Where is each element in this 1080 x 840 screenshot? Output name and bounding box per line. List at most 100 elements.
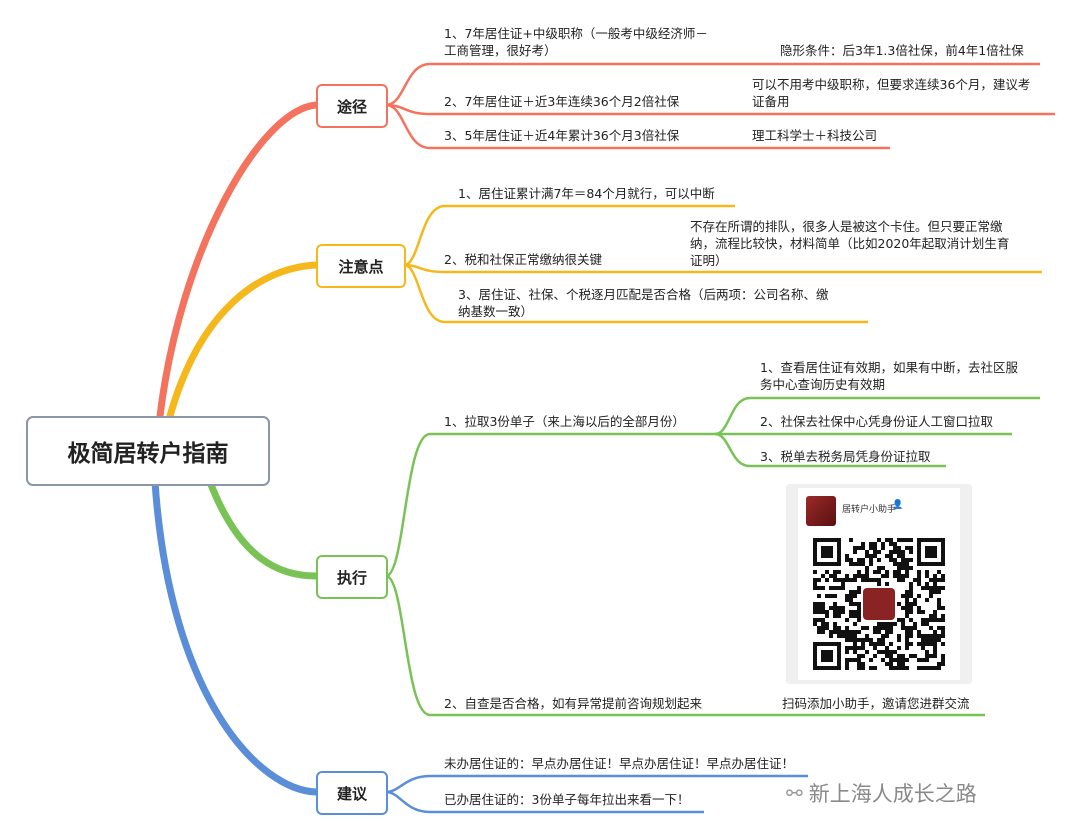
qr-module (849, 614, 853, 618)
qr-module (925, 582, 929, 586)
qr-module (865, 574, 869, 578)
qr-module (861, 562, 865, 566)
qr-module (901, 550, 905, 554)
qr-module (925, 658, 929, 662)
qr-module (929, 654, 933, 658)
qr-module (873, 554, 877, 558)
qr-module (857, 570, 861, 574)
qr-module (897, 574, 901, 578)
qr-module (885, 622, 889, 626)
qr-module (909, 538, 913, 542)
qr-module (853, 646, 857, 650)
qr-module (937, 666, 941, 670)
qr-module (861, 574, 865, 578)
qr-module (813, 618, 817, 622)
qr-module (937, 570, 941, 574)
qr-module (825, 614, 829, 618)
qr-module (893, 546, 897, 550)
qr-module (941, 614, 945, 618)
route-item-3-note: 理工科学士＋科技公司 (752, 127, 877, 144)
qr-module (845, 558, 849, 562)
qr-module (857, 666, 861, 670)
qr-module (865, 570, 869, 574)
qr-module (905, 590, 909, 594)
qr-module (853, 642, 857, 646)
qr-module (857, 662, 861, 666)
qr-module (929, 666, 933, 670)
qr-module (817, 594, 821, 598)
qr-module (833, 602, 837, 606)
qr-module (933, 638, 937, 642)
qr-module (865, 578, 869, 582)
branch-notes-label: 注意点 (338, 256, 383, 277)
qr-module (881, 542, 885, 546)
qr-module (941, 634, 945, 638)
qr-module (857, 618, 861, 622)
qr-module (877, 578, 881, 582)
qr-module (853, 602, 857, 606)
user-icon: 👤 (892, 500, 903, 510)
qr-module (881, 546, 885, 550)
qr-module (853, 634, 857, 638)
qr-module (905, 546, 909, 550)
assistant-name: 居转户小助手 (842, 502, 896, 515)
qr-module (929, 614, 933, 618)
qr-module (889, 542, 893, 546)
qr-module (845, 598, 849, 602)
qr-module (901, 578, 905, 582)
qr-module (861, 542, 865, 546)
qr-module (865, 554, 869, 558)
qr-module (897, 654, 901, 658)
qr-module (937, 662, 941, 666)
qr-module (885, 538, 889, 542)
qr-module (825, 594, 829, 598)
qr-module (917, 578, 921, 582)
qr-module (873, 642, 877, 646)
qr-module (933, 630, 937, 634)
qr-module (921, 646, 925, 650)
qr-module (877, 622, 881, 626)
qr-module (925, 642, 929, 646)
qr-module (905, 646, 909, 650)
qr-module (905, 638, 909, 642)
qr-module (877, 650, 881, 654)
qr-module (837, 578, 841, 582)
qr-module (821, 626, 825, 630)
qr-module (857, 586, 861, 590)
qr-module (873, 654, 877, 658)
qr-module (813, 606, 817, 610)
qr-module (833, 594, 837, 598)
qr-module (937, 626, 941, 630)
route-item-2-note: 可以不用考中级职称，但要求连续36个月，建议考 证备用 (752, 76, 1030, 110)
qr-module (917, 658, 921, 662)
qr-module (941, 578, 945, 582)
qr-module (861, 558, 865, 562)
qr-module (905, 614, 909, 618)
qr-module (829, 630, 833, 634)
qr-module (817, 610, 821, 614)
qr-module (917, 582, 921, 586)
qr-module (917, 606, 921, 610)
qr-module (909, 586, 913, 590)
qr-module (917, 642, 921, 646)
qr-module (885, 570, 889, 574)
branch-route: 途径 (316, 84, 388, 128)
branch-suggest-label: 建议 (337, 783, 367, 804)
qr-module (817, 618, 821, 622)
qr-code-image[interactable] (813, 538, 945, 670)
qr-module (929, 634, 933, 638)
qr-module (849, 610, 853, 614)
qr-module (861, 546, 865, 550)
qr-module (845, 646, 849, 650)
qr-module (897, 666, 901, 670)
qr-module (857, 574, 861, 578)
qr-module (905, 626, 909, 630)
qr-module (861, 666, 865, 670)
qr-module (933, 590, 937, 594)
qr-module (825, 570, 829, 574)
qr-module (845, 554, 849, 558)
qr-module (877, 626, 881, 630)
qr-module (857, 602, 861, 606)
qr-module (893, 622, 897, 626)
qr-module (829, 574, 833, 578)
